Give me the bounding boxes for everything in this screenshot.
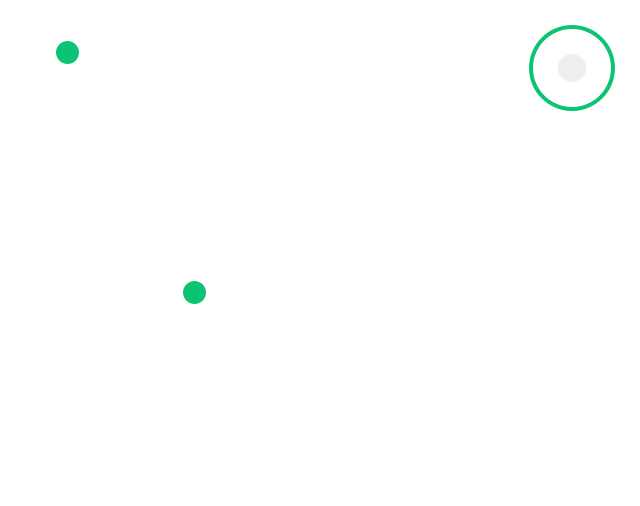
ring-target-icon[interactable]: [529, 25, 615, 111]
grey-dot-icon: [558, 54, 586, 82]
green-dot-icon[interactable]: [183, 281, 206, 304]
green-dot-icon[interactable]: [56, 41, 79, 64]
